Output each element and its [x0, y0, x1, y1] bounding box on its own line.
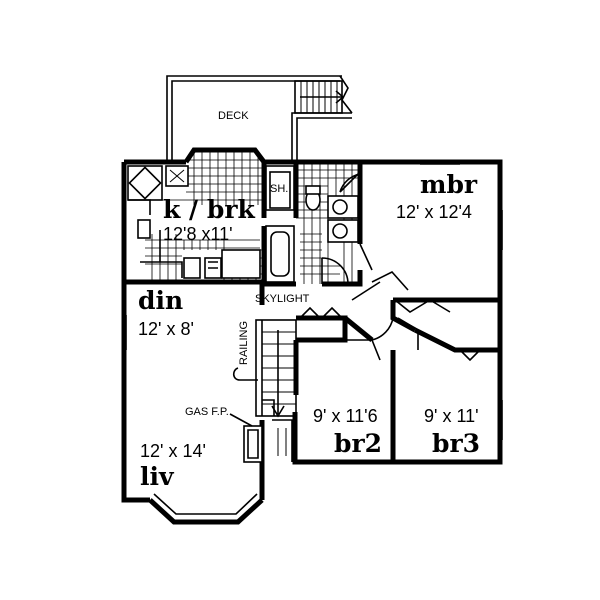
railing-label: RAILING [238, 321, 250, 365]
living-size: 12' x 14' [140, 441, 206, 461]
kitchen-fixtures [127, 165, 261, 279]
kitchen-size: 12'8 x11' [163, 224, 233, 244]
kitchen-name: k / brk [163, 195, 256, 224]
deck-label: DECK [218, 110, 249, 122]
bathroom-fixtures [265, 165, 361, 285]
door-swings [299, 243, 481, 362]
bedroom-3-name: br3 [432, 429, 480, 458]
living-name: liv [140, 462, 175, 491]
deck-stairs [294, 75, 353, 114]
gas-fireplace [229, 413, 293, 466]
windows [122, 160, 503, 440]
master-bedroom-size: 12' x 12'4 [396, 202, 472, 222]
dining-name: din [138, 286, 183, 315]
dishwasher [137, 219, 151, 239]
dining-size: 12' x 8' [138, 319, 194, 339]
bedroom-3-size: 9' x 11' [424, 406, 479, 426]
walls [121, 147, 503, 525]
staircase [232, 319, 297, 418]
skylight-label: SKYLIGHT [255, 293, 310, 305]
bedroom-2-name: br2 [334, 429, 382, 458]
gas-fireplace-label: GAS F.P. [185, 406, 229, 418]
deck [166, 75, 353, 160]
range-cooktop [127, 165, 163, 201]
refrigerator [183, 257, 201, 279]
master-bedroom-name: mbr [420, 170, 478, 199]
shower-label: SH. [270, 183, 288, 195]
bedroom-2-size: 9' x 11'6 [313, 406, 378, 426]
